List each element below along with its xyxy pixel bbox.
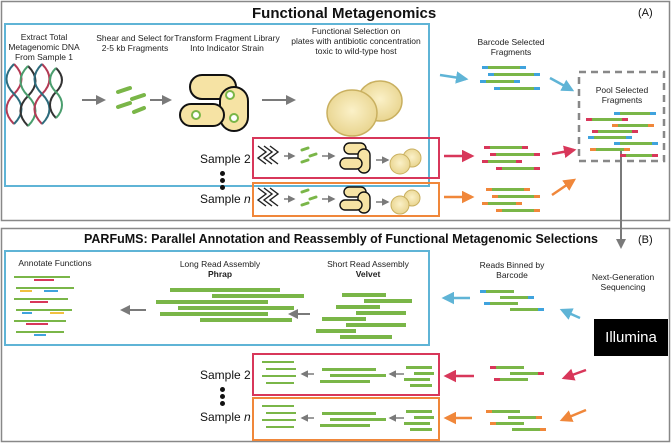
top-section-frame	[0, 0, 671, 222]
samplen-bottom-box	[252, 397, 440, 441]
binned-reads-orange	[486, 410, 546, 431]
sample1-top-box	[4, 23, 430, 187]
barcode-label: Barcode Selected Fragments	[477, 37, 545, 57]
bottom-title: PARFuMS: Parallel Annotation and Reassem…	[84, 232, 598, 246]
red-arrow-pool	[551, 145, 577, 158]
sample2-mini-workflow	[256, 142, 422, 175]
binned-reads-red	[490, 366, 544, 381]
barcoded-fragments-red	[482, 146, 540, 170]
sample2-top-box	[252, 137, 440, 179]
selection-plates	[326, 80, 403, 137]
binned-reads-blue	[480, 290, 544, 311]
bottom-sample2-label: Sample 2	[200, 368, 251, 382]
top-sample2-label: Sample 2	[200, 152, 251, 166]
orange-arrow-bottom-in	[559, 408, 587, 422]
blue-arrow-pool	[549, 76, 575, 92]
bottom-ellipsis	[220, 387, 226, 408]
sample2-mini-assembly	[262, 361, 434, 387]
sample2-bottom-box	[252, 353, 440, 396]
top-flow-arrows	[82, 95, 626, 249]
short-read-assembly	[316, 293, 412, 339]
top-ellipsis	[220, 171, 226, 192]
bottom-panel-tag: (B)	[638, 234, 653, 246]
annotate-label: Annotate Functions	[18, 258, 92, 268]
red-arrow-bottom-in	[561, 368, 587, 381]
pooled-fragments	[586, 112, 658, 157]
top-panel-tag: (A)	[638, 7, 653, 19]
annotated-contigs	[14, 276, 74, 336]
samplen-mini-workflow	[256, 186, 421, 215]
barcoded-fragments-orange	[482, 188, 540, 212]
samplen-top-box	[252, 182, 440, 217]
sample1-bottom-box	[4, 250, 430, 346]
illumina-box	[594, 319, 668, 356]
top-title: Functional Metagenomics	[252, 5, 437, 22]
illumina-label: Illumina	[605, 329, 657, 346]
indicator-cells	[179, 74, 249, 132]
orange-arrow-pool	[551, 178, 577, 197]
sheared-fragments	[116, 86, 146, 114]
blue-arrow-top	[439, 71, 469, 84]
top-samplen-label: Sample n	[200, 192, 251, 206]
dna-helix-icon	[5, 63, 63, 127]
long-read-assembly	[156, 288, 304, 322]
step-transform-label: Transform Fragment Library Into Indicato…	[174, 33, 280, 53]
step-extract-label: Extract Total Metagenomic DNA From Sampl…	[8, 32, 80, 62]
ngs-label: Next-Generation Sequencing	[591, 272, 655, 292]
blue-arrow-bottom-in	[559, 308, 581, 320]
pool-label: Pool Selected Fragments	[595, 85, 649, 105]
barcoded-fragments-blue	[480, 66, 540, 90]
bottom-samplen-label: Sample n	[200, 410, 251, 424]
binned-label: Reads Binned by Barcode	[479, 260, 545, 280]
samplen-mini-assembly	[262, 405, 434, 431]
step-selection-label: Functional Selection on plates with anti…	[291, 26, 421, 56]
step-shear-label: Shear and Select for 2-5 kb Fragments	[96, 33, 174, 53]
bottom-section-frame	[0, 227, 671, 443]
